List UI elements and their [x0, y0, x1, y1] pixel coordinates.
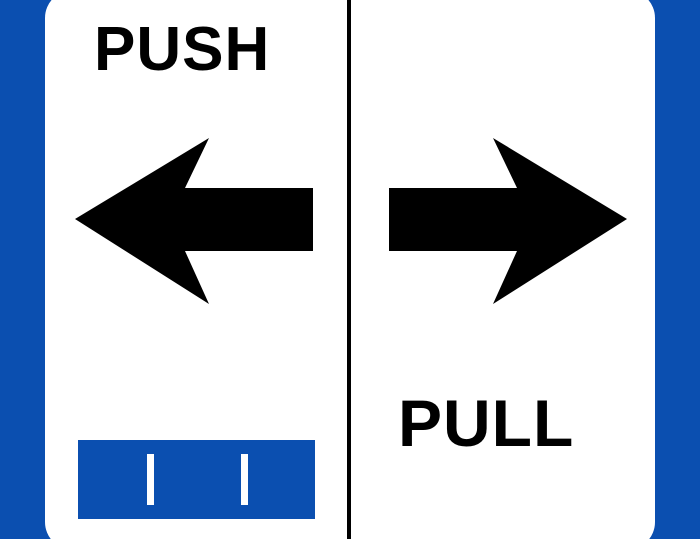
- arrow-left-icon: [75, 138, 313, 304]
- vertical-line-mark: [241, 454, 248, 505]
- blue-bar-panel: [78, 440, 315, 519]
- door-divider-line: [347, 0, 351, 539]
- arrow-right-icon: [389, 138, 627, 304]
- push-label: PUSH: [94, 15, 271, 84]
- pull-label: PULL: [398, 386, 575, 460]
- vertical-line-mark: [147, 454, 154, 505]
